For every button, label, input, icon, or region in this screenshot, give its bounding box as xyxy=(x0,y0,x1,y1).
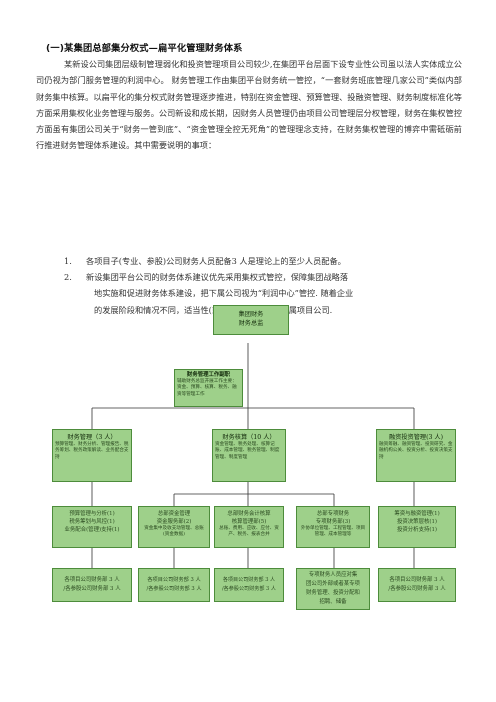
unit-box-financing: 筹资与融资管理(1) 投资决策层核(1) 投资分析支持(1) xyxy=(378,506,456,548)
box-line: 资金服务部(2) xyxy=(156,519,192,525)
box-body: 融资筹融、融资管理、投资研究、金融机构公关、投资分析、投资决策支持 xyxy=(379,442,453,460)
list-text-continued: 地实施和促进财务体系建设，把下属公司视为“利润中心”管控. 随着企业 xyxy=(94,288,354,299)
box-line: 财务管理、投资分配和 xyxy=(306,590,360,596)
box-title: 财务管理（3 人） xyxy=(67,434,117,441)
box-line: 专项财务人员应对集 xyxy=(308,572,358,578)
box-body: 预算管理、财务分析、管理报告、税务筹划、税务政策解读、业务配合支持 xyxy=(55,442,129,460)
box-line: 筹资与融资管理(1) xyxy=(394,511,440,517)
box-subtitle: 财务总监 xyxy=(238,320,264,327)
box-line: 各项目公司财务部 3 人 xyxy=(147,577,201,583)
box-line: 资金集中及收支动管理、总账(资金数据) xyxy=(144,526,204,538)
box-line: 预算管理与分析(1) xyxy=(69,511,115,517)
box-line: 各项目公司财务部 3 人 xyxy=(389,577,445,583)
box-title: 融资投资管理(3 人) xyxy=(388,434,444,441)
box-line: 团公司外部或者某专项 xyxy=(306,581,360,587)
dept-box-finance-management: 财务管理（3 人） 预算管理、财务分析、管理报告、税务筹划、税务政策解读、业务配… xyxy=(52,429,132,482)
box-line: /各参股公司财务部 3 人 xyxy=(388,586,446,592)
list-text: 新设集团平台公司的财务体系建议优先采用集权式管控，保障集团战略落 xyxy=(86,272,349,282)
dept-box-financing-investment: 融资投资管理(3 人) 融资筹融、融资管理、投资研究、金融机构公关、投资分析、投… xyxy=(376,429,456,482)
box-line: 业务配合(管理)支持(1) xyxy=(64,527,120,533)
subsidiary-box: 各项目公司财务部 3 人 /各参股公司财务部 3 人 xyxy=(138,568,210,602)
paragraph-text: 某新设公司集团层级制管理弱化和投资管理项目公司较少,在集团平台层面下设专业性公司… xyxy=(36,59,462,151)
subsidiary-box: 各项目公司财务部 3 人 /各参股公司财务部 3 人 xyxy=(214,568,284,602)
box-line: 核算管理部(5) xyxy=(231,519,267,525)
deputy-box: 财务管理工作副职 辅助财务总监开展工作主要：资金、预算、核算、税务、融资等管理工… xyxy=(174,369,243,407)
box-line: 专项财务部(3) xyxy=(315,519,351,525)
box-line: 税务筹划与风控(1) xyxy=(69,519,115,525)
box-title: 财务核算（10 人） xyxy=(222,434,276,441)
section-heading: (一)某集团总部集分权式—扁平化管理财务体系 xyxy=(46,43,243,54)
box-line: 各项目公司财务部 3 人 xyxy=(222,577,276,583)
box-line: 各项目公司财务部 3 人 xyxy=(64,577,120,583)
box-line: /各参股公司财务部 3 人 xyxy=(146,586,202,592)
box-line: /各参股公司财务部 3 人 xyxy=(221,586,277,592)
box-line: 总账、费用、应收、应付、资产、税务、报表合并 xyxy=(219,526,279,538)
body-paragraph: 某新设公司集团层级制管理弱化和投资管理项目公司较少,在集团平台层面下设专业性公司… xyxy=(36,56,462,154)
unit-box-funds: 总部资金管理 资金服务部(2) 资金集中及收支动管理、总账(资金数据) xyxy=(138,506,210,548)
unit-box-budget: 预算管理与分析(1) 税务筹划与风控(1) 业务配合(管理)支持(1) xyxy=(52,506,132,548)
subsidiary-box: 各项目公司财务部 3 人 /各参股公司财务部 3 人 xyxy=(52,568,132,602)
box-title: 财务管理工作副职 xyxy=(186,372,231,378)
list-text: 各项目子(专业、参股)公司财务人员配备3 人是理论上的至少人员配备。 xyxy=(86,256,346,266)
unit-box-accounting: 总部财务会计核算 核算管理部(5) 总账、费用、应收、应付、资产、税务、报表合并 xyxy=(214,506,284,548)
box-line: 招聘、储备 xyxy=(319,599,347,605)
list-item: 1. 各项目子(专业、参股)公司财务人员配备3 人是理论上的至少人员配备。 xyxy=(64,253,460,269)
list-number: 1. xyxy=(64,256,72,266)
box-line: /各参股公司财务部 3 人 xyxy=(63,586,121,592)
box-body: 辅助财务总监开展工作主要：资金、预算、核算、税务、融资等管理工作 xyxy=(177,379,237,397)
box-line: 总部资金管理 xyxy=(157,511,191,517)
dept-box-accounting: 财务核算（10 人） 资金管理、税务处理、核算记账、成本管理、税务管理、制度管理… xyxy=(212,429,286,482)
unit-box-special: 总部专项财务 专项财务部(3) 外协单位管理、工程管理、项目管理、成本管理等 xyxy=(296,506,370,548)
finance-director-box: 集团财务 财务总监 xyxy=(213,305,289,335)
box-line: 总部专项财务 xyxy=(316,511,350,517)
box-title: 集团财务 xyxy=(238,311,264,318)
list-number: 2. xyxy=(64,272,72,282)
box-body: 资金管理、税务处理、核算记账、成本管理、税务管理、制度管理、制度管理 xyxy=(215,442,280,460)
box-line: 投资决策层核(1) xyxy=(397,519,437,525)
box-line: 投资分析支持(1) xyxy=(397,527,437,533)
special-staff-box: 专项财务人员应对集 团公司外部或者某专项 财务管理、投资分配和 招聘、储备 xyxy=(296,568,370,610)
box-line: 总部财务会计核算 xyxy=(227,511,271,517)
box-line: 外协单位管理、工程管理、项目管理、成本管理等 xyxy=(300,526,366,538)
subsidiary-box: 各项目公司财务部 3 人 /各参股公司财务部 3 人 xyxy=(378,568,456,602)
